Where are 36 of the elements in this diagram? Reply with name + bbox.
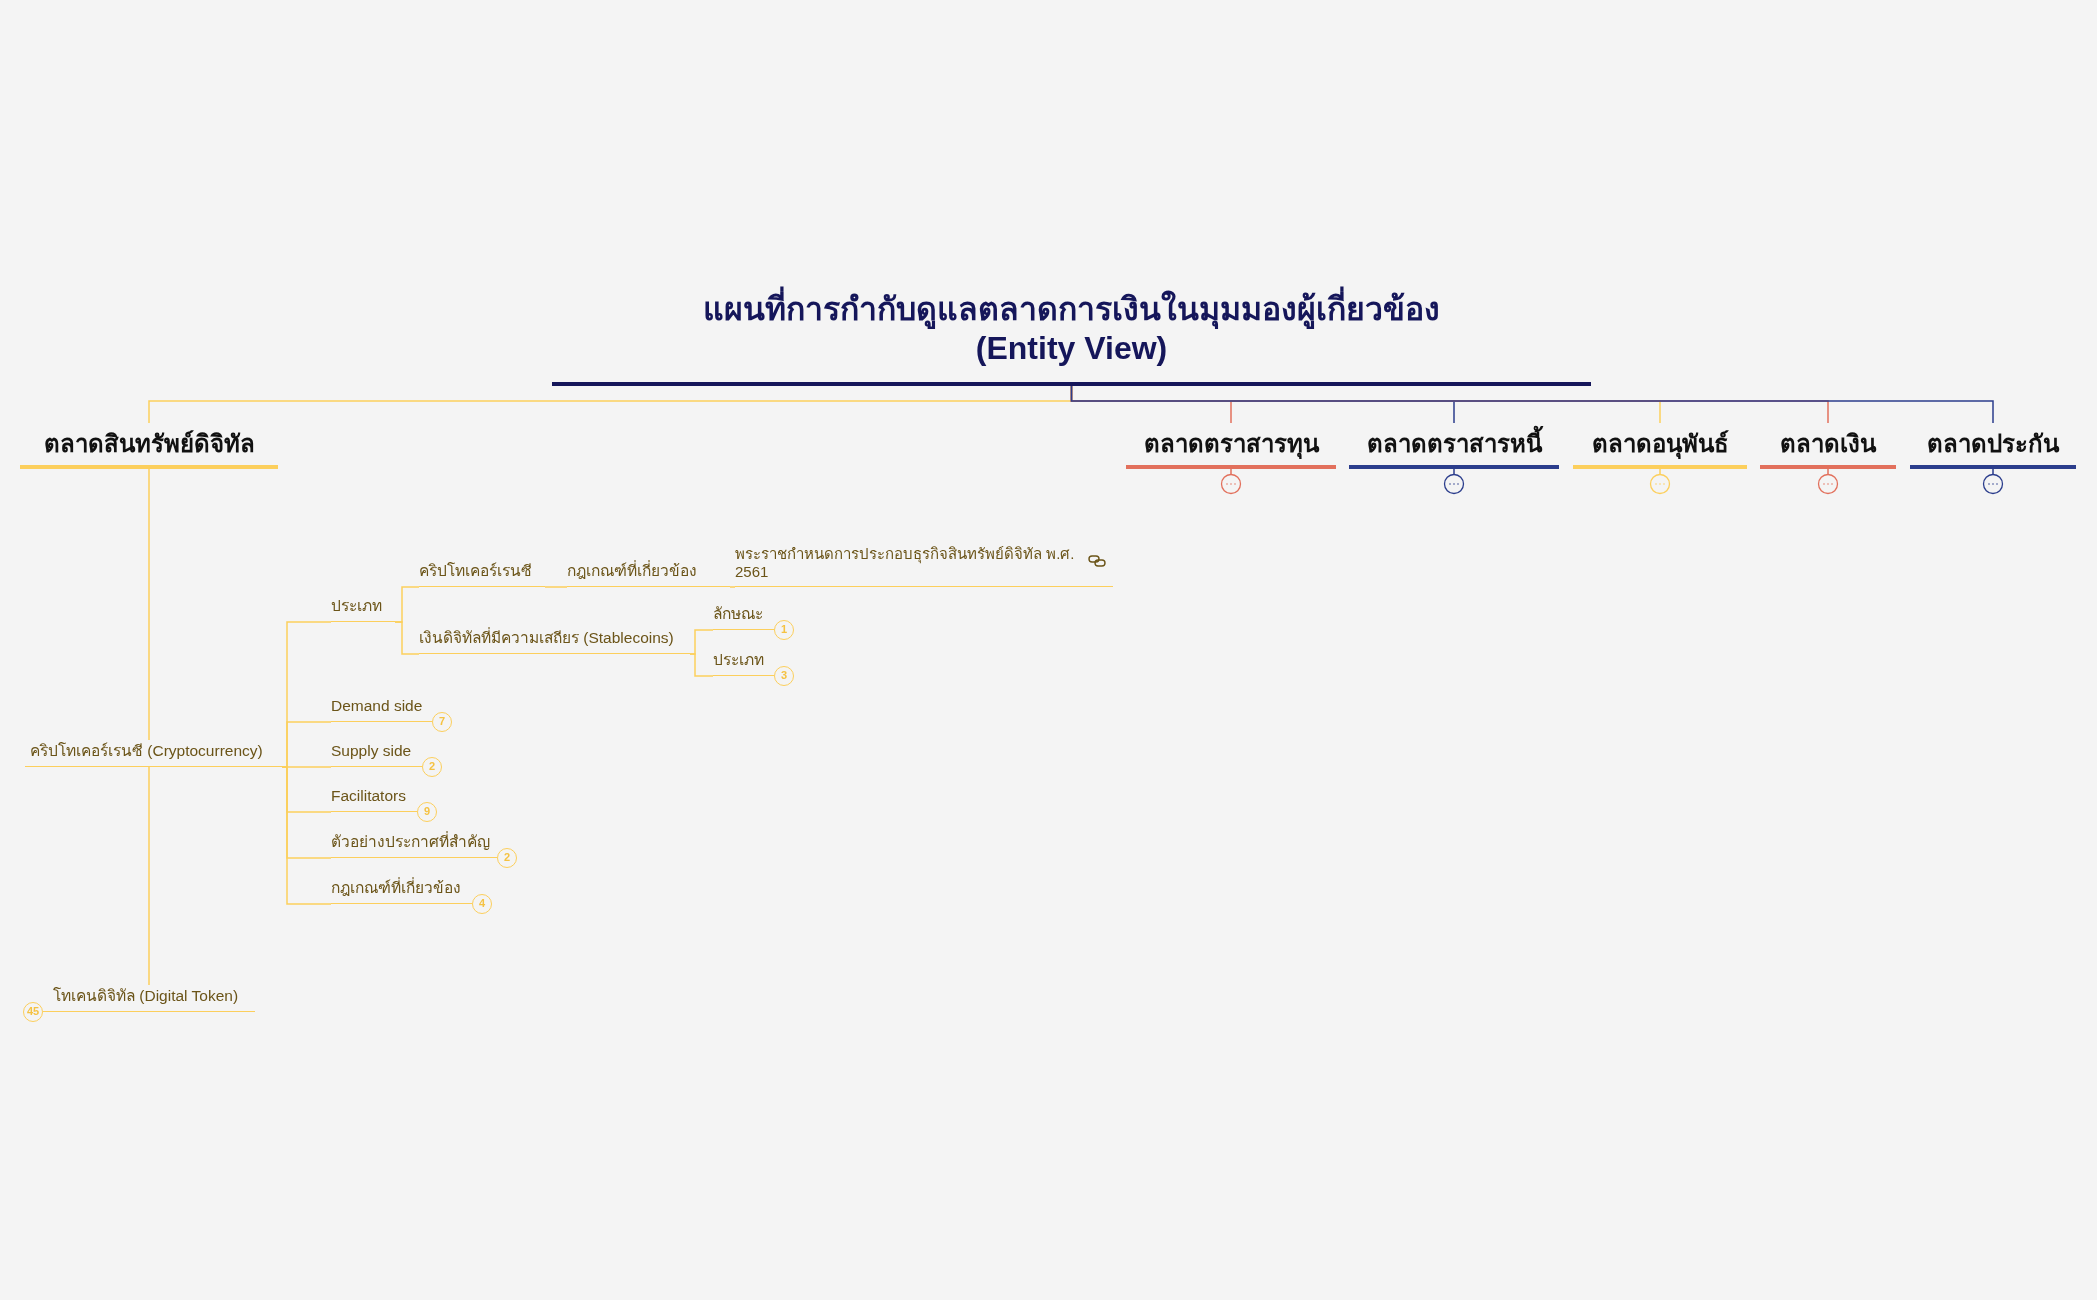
main-topic: ตลาดประกัน — [1910, 423, 2076, 469]
connector-line — [544, 586, 568, 588]
connector-line — [148, 766, 150, 986]
child-count: 1 — [774, 620, 794, 640]
child-count: 2 — [422, 757, 442, 777]
connector-line — [729, 586, 736, 588]
main-topic: ตลาดตราสารหนี้ — [1349, 423, 1559, 469]
subtopic: ตัวอย่างประกาศที่สำคัญ — [331, 831, 497, 858]
subtopic: Demand side — [331, 695, 432, 722]
subtopic: คริปโทเคอร์เรนซี (Cryptocurrency) — [25, 740, 282, 767]
subtopic: กฎเกณฑ์ที่เกี่ยวข้อง — [331, 877, 472, 904]
child-count: 9 — [417, 802, 437, 822]
connector-line — [394, 621, 420, 655]
subtopic: โทเคนดิจิทัล (Digital Token) — [43, 985, 255, 1012]
connector-line — [148, 468, 150, 741]
subtopic: กฎเกณฑ์ที่เกี่ยวข้อง — [567, 560, 730, 587]
child-count: 4 — [472, 894, 492, 914]
subtopic: ประเภท — [713, 649, 774, 676]
subtopic: ประเภท — [331, 595, 395, 622]
subtopic: ลักษณะ — [713, 603, 774, 630]
child-count: 3 — [774, 666, 794, 686]
subtopic: เงินดิจิทัลที่มีความเสถียร (Stablecoins) — [419, 627, 690, 654]
subtopic: Supply side — [331, 740, 422, 767]
subtopic: คริปโทเคอร์เรนซี — [419, 560, 545, 587]
connector-line — [689, 653, 714, 677]
subtopic: พระราชกำหนดการประกอบธุรกิจสินทรัพย์ดิจิทัล พ.ศ. 2561 — [735, 545, 1113, 587]
connector-line — [1070, 385, 1994, 424]
child-count: 7 — [432, 712, 452, 732]
main-topic: ตลาดเงิน — [1760, 423, 1896, 469]
connector-line — [281, 766, 332, 905]
child-count: 2 — [497, 848, 517, 868]
subtopic: Facilitators — [331, 785, 417, 812]
main-topic: ตลาดตราสารทุน — [1126, 423, 1336, 469]
main-topic: ตลาดอนุพันธ์ — [1573, 423, 1747, 469]
child-count: 45 — [23, 1002, 43, 1022]
main-topic: ตลาดสินทรัพย์ดิจิทัล — [20, 423, 278, 469]
